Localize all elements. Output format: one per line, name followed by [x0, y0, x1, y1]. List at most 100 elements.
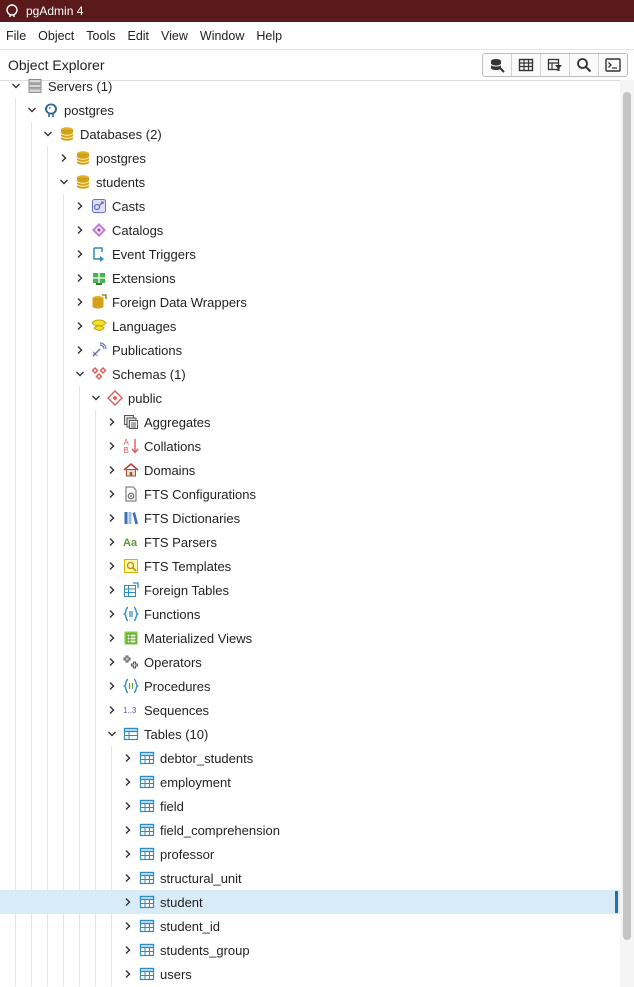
chevron-right-icon[interactable]: [105, 607, 119, 621]
menu-object[interactable]: Object: [38, 28, 75, 43]
menu-window[interactable]: Window: [199, 28, 245, 43]
tree-node[interactable]: Functions: [0, 602, 620, 626]
chevron-right-icon[interactable]: [73, 199, 87, 213]
chevron-down-icon[interactable]: [9, 79, 23, 93]
tree-node[interactable]: employment: [0, 770, 620, 794]
chevron-down-icon[interactable]: [89, 391, 103, 405]
tree-scrollbar[interactable]: [620, 80, 634, 987]
query-tool-button[interactable]: [483, 54, 511, 76]
tree-node[interactable]: Aggregates: [0, 410, 620, 434]
tree-node-label: professor: [160, 846, 215, 862]
tree-node[interactable]: field_comprehension: [0, 818, 620, 842]
chevron-right-icon[interactable]: [121, 751, 135, 765]
tree-node[interactable]: Catalogs: [0, 218, 620, 242]
tree-node-label: Catalogs: [112, 222, 164, 238]
chevron-right-icon[interactable]: [73, 295, 87, 309]
tree-node[interactable]: Casts: [0, 194, 620, 218]
tree-node[interactable]: Foreign Tables: [0, 578, 620, 602]
chevron-right-icon[interactable]: [105, 439, 119, 453]
tree-node[interactable]: postgres: [0, 98, 620, 122]
chevron-right-icon[interactable]: [121, 895, 135, 909]
tree-node[interactable]: field: [0, 794, 620, 818]
menu-view[interactable]: View: [161, 28, 188, 43]
tree-node-label: Schemas (1): [112, 366, 186, 382]
operators-icon: [123, 654, 139, 670]
tree-node[interactable]: debtor_students: [0, 746, 620, 770]
chevron-right-icon[interactable]: [105, 679, 119, 693]
tree-node[interactable]: Servers (1): [0, 74, 620, 98]
tree-node[interactable]: professor: [0, 842, 620, 866]
tree-node[interactable]: Operators: [0, 650, 620, 674]
tree-node[interactable]: Procedures: [0, 674, 620, 698]
chevron-right-icon[interactable]: [105, 463, 119, 477]
chevron-down-icon[interactable]: [105, 727, 119, 741]
chevron-right-icon[interactable]: [105, 631, 119, 645]
chevron-right-icon[interactable]: [105, 655, 119, 669]
chevron-right-icon[interactable]: [105, 487, 119, 501]
tree-node[interactable]: student_id: [0, 914, 620, 938]
tree-node-label: Languages: [112, 318, 177, 334]
chevron-right-icon[interactable]: [121, 823, 135, 837]
tree-node[interactable]: students: [0, 170, 620, 194]
chevron-right-icon[interactable]: [121, 775, 135, 789]
filtered-rows-button[interactable]: [540, 54, 569, 76]
chevron-right-icon[interactable]: [121, 847, 135, 861]
chevron-right-icon[interactable]: [105, 535, 119, 549]
chevron-right-icon[interactable]: [73, 343, 87, 357]
menu-help[interactable]: Help: [256, 28, 283, 43]
chevron-right-icon[interactable]: [105, 703, 119, 717]
tree-node[interactable]: Domains: [0, 458, 620, 482]
view-data-button[interactable]: [511, 54, 540, 76]
tree-node[interactable]: Tables (10): [0, 722, 620, 746]
chevron-right-icon[interactable]: [105, 583, 119, 597]
chevron-right-icon[interactable]: [105, 415, 119, 429]
tree-node[interactable]: postgres: [0, 146, 620, 170]
tree-node[interactable]: student: [0, 890, 620, 914]
psql-tool-button[interactable]: [598, 54, 627, 76]
chevron-right-icon[interactable]: [73, 271, 87, 285]
chevron-right-icon[interactable]: [121, 943, 135, 957]
chevron-down-icon[interactable]: [57, 175, 71, 189]
menu-edit[interactable]: Edit: [127, 28, 150, 43]
tree-node-label: Tables (10): [144, 726, 209, 742]
tree-node[interactable]: Foreign Data Wrappers: [0, 290, 620, 314]
tree-node[interactable]: users: [0, 962, 620, 986]
menu-file[interactable]: File: [6, 28, 27, 43]
chevron-down-icon[interactable]: [25, 103, 39, 117]
tree-node[interactable]: Materialized Views: [0, 626, 620, 650]
chevron-right-icon[interactable]: [121, 919, 135, 933]
chevron-down-icon[interactable]: [73, 367, 87, 381]
chevron-right-icon[interactable]: [121, 799, 135, 813]
casts-icon: [91, 198, 107, 214]
table-icon: [139, 942, 155, 958]
chevron-right-icon[interactable]: [121, 967, 135, 981]
menu-tools[interactable]: Tools: [86, 28, 116, 43]
tree-node[interactable]: Event Triggers: [0, 242, 620, 266]
tree-node[interactable]: FTS Dictionaries: [0, 506, 620, 530]
tree-node[interactable]: Publications: [0, 338, 620, 362]
chevron-right-icon[interactable]: [73, 319, 87, 333]
search-objects-button[interactable]: [569, 54, 598, 76]
materialized-views-icon: [123, 630, 139, 646]
scrollbar-thumb[interactable]: [623, 92, 631, 940]
tree-node[interactable]: FTS Templates: [0, 554, 620, 578]
tree-node-label: Extensions: [112, 270, 176, 286]
tree-node[interactable]: Schemas (1): [0, 362, 620, 386]
tree-node[interactable]: Databases (2): [0, 122, 620, 146]
chevron-right-icon[interactable]: [121, 871, 135, 885]
chevron-right-icon[interactable]: [105, 559, 119, 573]
chevron-down-icon[interactable]: [41, 127, 55, 141]
chevron-right-icon[interactable]: [73, 247, 87, 261]
tree-node[interactable]: FTS Configurations: [0, 482, 620, 506]
chevron-right-icon[interactable]: [57, 151, 71, 165]
tree-node[interactable]: structural_unit: [0, 866, 620, 890]
chevron-right-icon[interactable]: [73, 223, 87, 237]
tree-node[interactable]: Languages: [0, 314, 620, 338]
tree-node[interactable]: students_group: [0, 938, 620, 962]
chevron-right-icon[interactable]: [105, 511, 119, 525]
tree-node[interactable]: public: [0, 386, 620, 410]
tree-node[interactable]: Extensions: [0, 266, 620, 290]
